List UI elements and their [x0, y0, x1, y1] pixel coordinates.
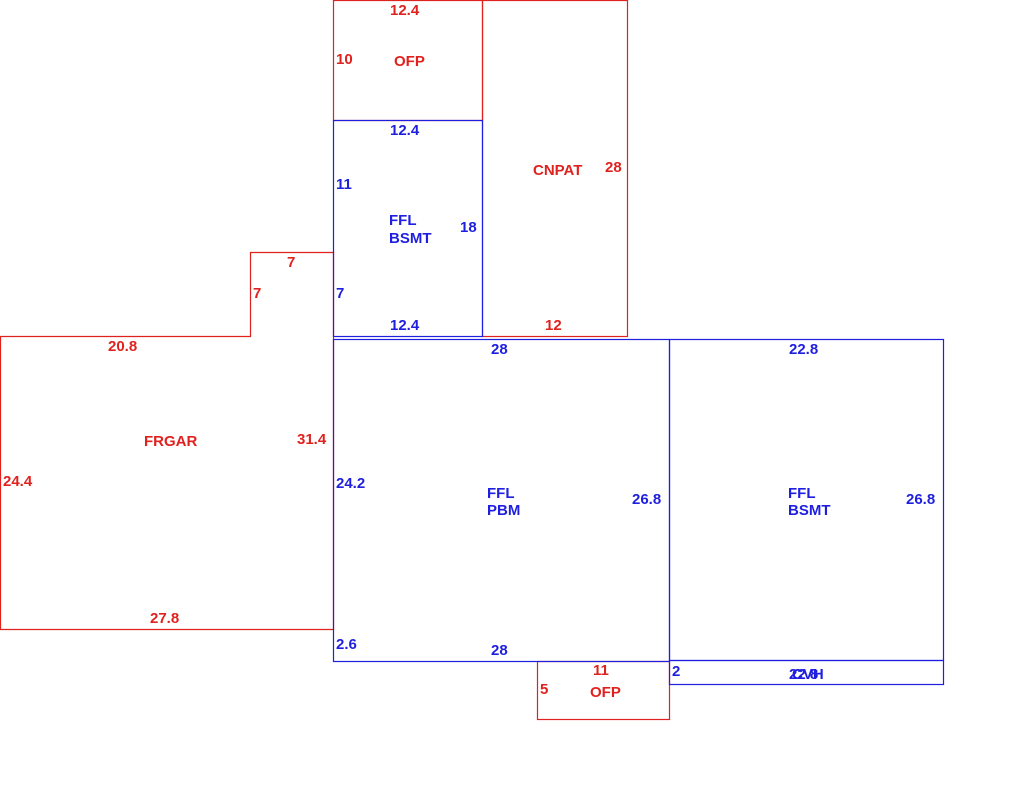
cvh-strip-dim-bottom: 22.8 [789, 666, 818, 683]
cnpat-label: CNPAT [533, 162, 582, 179]
cnpat-dim-right: 28 [605, 159, 622, 176]
ffl-pbm-dim-bottom: 28 [491, 642, 508, 659]
cvh-strip-outline [668, 659, 945, 686]
ffl-bsmt-upper-label-line1: FFL [389, 212, 417, 229]
ffl-pbm-dim-left: 24.2 [336, 475, 365, 492]
ffl-bsmt-upper-dim-right: 18 [460, 219, 477, 236]
frgar-dim-right: 31.4 [297, 431, 327, 448]
ofp-bottom-label: OFP [590, 684, 621, 701]
ffl-pbm-dim-right: 26.8 [632, 491, 661, 508]
frgar-dim-bottom: 27.8 [150, 610, 179, 627]
ffl-bsmt-upper-dim-bottom: 12.4 [390, 317, 420, 334]
frgar-label: FRGAR [144, 433, 197, 450]
frgar-dim-left: 24.4 [3, 473, 33, 490]
ffl-bsmt-upper-dim-top: 12.4 [390, 122, 420, 139]
ofp-top-label: OFP [394, 53, 425, 70]
ffl-bsmt-upper-dim-left-lower: 7 [336, 285, 344, 302]
ffl-bsmt-right-label-line1: FFL [788, 485, 816, 502]
cvh-strip-label: CVH [792, 666, 824, 683]
cvh-strip-dim-left: 2 [672, 663, 680, 680]
ffl-bsmt-right-dim-right: 26.8 [906, 491, 935, 508]
ffl-pbm-label-line2: PBM [487, 502, 520, 519]
frgar-dim-notch-left: 7 [253, 285, 261, 302]
ofp-top-dim-top: 12.4 [390, 2, 420, 19]
ffl-pbm-dim-left-lower: 2.6 [336, 636, 357, 653]
ofp-bottom-dim-top: 11 [593, 662, 609, 679]
ffl-bsmt-upper-label-line2: BSMT [389, 230, 432, 247]
frgar-dim-notch-top: 7 [287, 254, 295, 271]
cnpat-dim-bottom: 12 [545, 317, 562, 334]
ffl-bsmt-upper-dim-left-upper: 11 [336, 176, 352, 193]
ffl-pbm-label-line1: FFL [487, 485, 515, 502]
ofp-top-dim-left: 10 [336, 51, 353, 68]
ofp-bottom-dim-left: 5 [540, 681, 548, 698]
ffl-bsmt-upper-outline [332, 119, 484, 338]
ffl-bsmt-right-label-line2: BSMT [788, 502, 831, 519]
ffl-pbm-dim-top: 28 [491, 341, 508, 358]
ffl-bsmt-right-dim-top: 22.8 [789, 341, 818, 358]
frgar-dim-top: 20.8 [108, 338, 137, 355]
